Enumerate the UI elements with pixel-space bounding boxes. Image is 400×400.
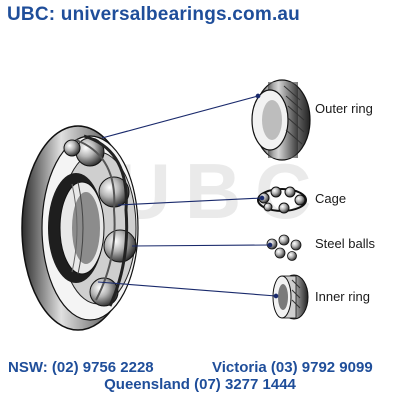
- leader-line-steel-balls: [131, 244, 271, 247]
- steel-balls-illustration: [266, 234, 302, 261]
- leader-line-inner-ring: [97, 281, 277, 297]
- nsw-phone: NSW: (02) 9756 2228: [8, 359, 154, 376]
- label-inner-ring: Inner ring: [315, 289, 370, 304]
- inner-ring-illustration: [272, 274, 309, 320]
- leader-line-outer-ring: [101, 95, 259, 139]
- bearing-assembly-illustration: [21, 125, 139, 331]
- contact-line-2: Queensland (07) 3277 1444: [0, 376, 400, 393]
- label-cage: Cage: [315, 191, 347, 206]
- label-outer-ring: Outer ring: [315, 101, 373, 116]
- site-title: UBC: universalbearings.com.au: [7, 4, 300, 25]
- cage-illustration: [257, 186, 307, 214]
- queensland-phone: Queensland (07) 3277 1444: [104, 376, 296, 393]
- outer-ring-illustration: [251, 79, 311, 161]
- label-steel-balls: Steel balls: [315, 236, 375, 251]
- victoria-phone: Victoria (03) 9792 9099: [212, 359, 373, 376]
- leader-line-cage: [117, 197, 263, 206]
